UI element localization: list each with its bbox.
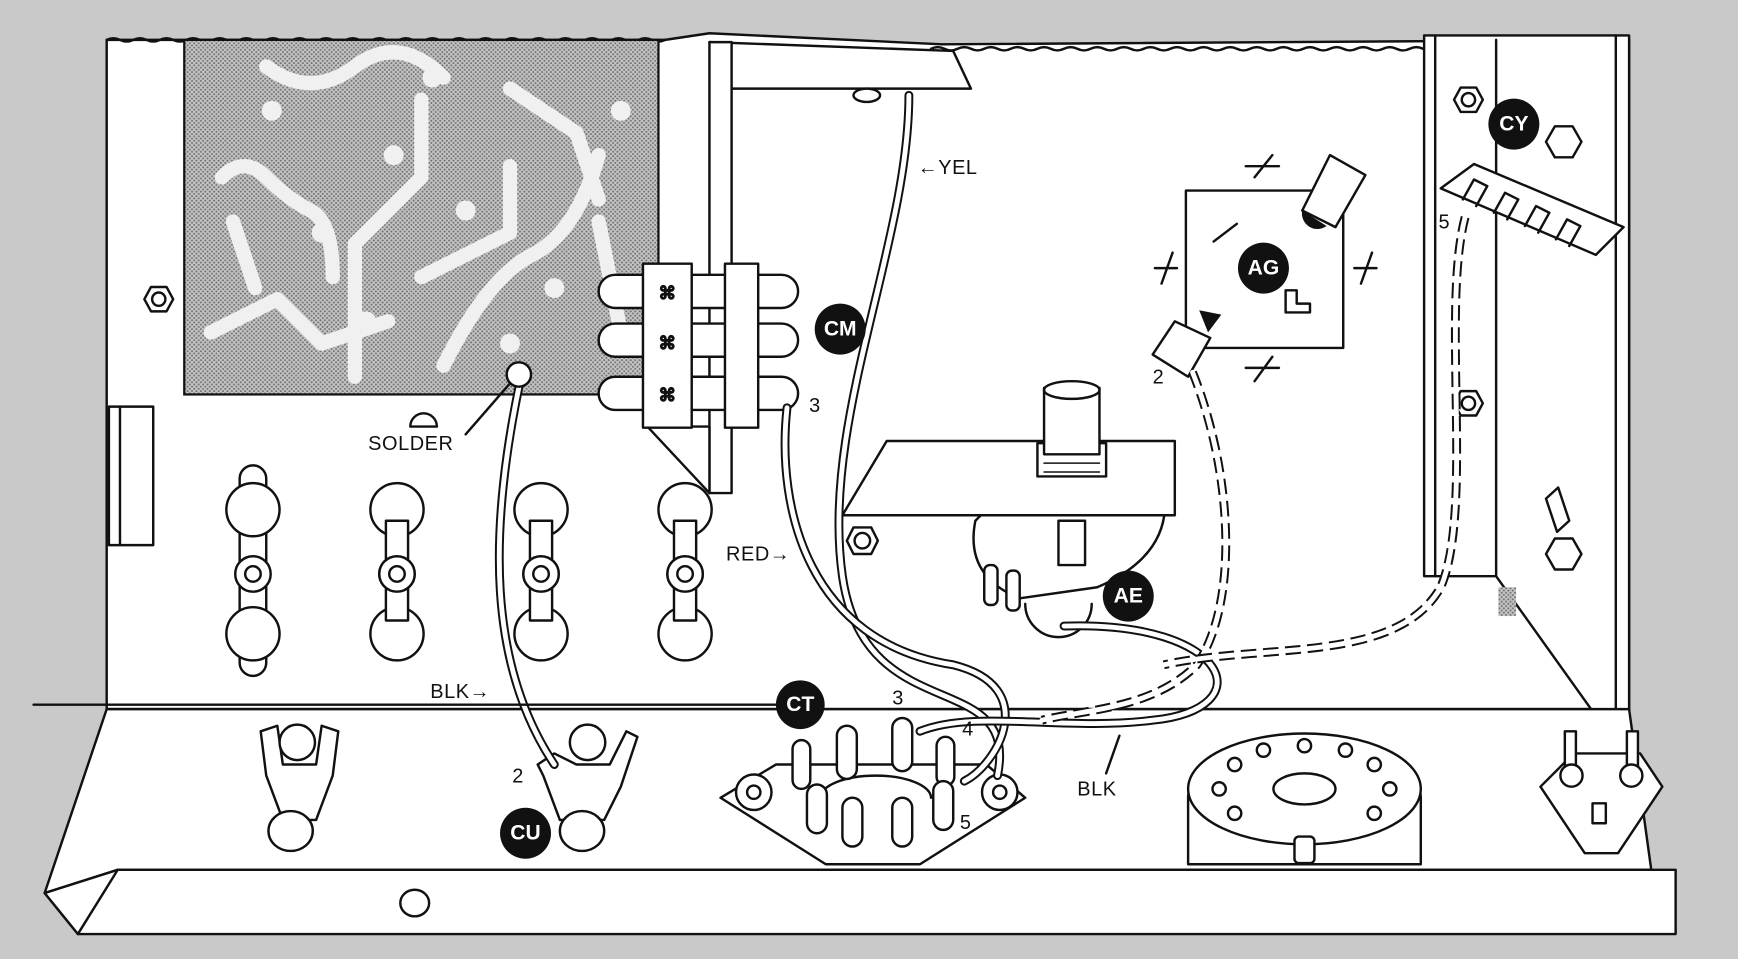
wire-shielded-cy xyxy=(1161,214,1470,670)
svg-text:CM: CM xyxy=(824,318,857,341)
label-yel: ←YEL xyxy=(918,157,978,179)
tie-strip-4 xyxy=(657,481,713,662)
wires xyxy=(464,90,1470,786)
pin-ct-3: 3 xyxy=(892,688,904,710)
octal-socket xyxy=(1186,732,1423,866)
svg-text:⌘: ⌘ xyxy=(658,283,676,303)
wire-blk-solder xyxy=(494,372,559,769)
label-red: RED→ xyxy=(726,544,790,566)
pin-cm-3: 3 xyxy=(809,395,821,417)
wire-shielded-ag xyxy=(1039,369,1231,725)
badge-cy: CY xyxy=(1488,98,1540,150)
badge-cm: CM xyxy=(814,303,866,355)
label-blk-left: BLK→ xyxy=(430,681,490,703)
svg-text:CY: CY xyxy=(1499,113,1528,136)
label-blk-bottom: BLK xyxy=(1077,779,1116,801)
svg-text:CT: CT xyxy=(786,693,814,716)
badge-cu: CU xyxy=(500,807,551,859)
hardware-nuts xyxy=(143,86,1583,571)
svg-text:AE: AE xyxy=(1114,585,1143,608)
phono-jack-cu xyxy=(536,723,639,853)
callout-badges: CM AG AE CT CU CY xyxy=(32,98,1540,859)
svg-text:AG: AG xyxy=(1248,257,1280,280)
wire-red xyxy=(780,403,1010,786)
lamp-socket-ag xyxy=(1151,153,1378,383)
pin-cy-5: 5 xyxy=(1439,211,1451,233)
pin-cu-2: 2 xyxy=(512,765,524,787)
badge-ag: AG xyxy=(1237,242,1289,294)
wire-labels: ←YEL RED→ BLK→ BLK SOLDER xyxy=(368,157,1121,801)
side-lug xyxy=(1544,486,1571,534)
label-solder: SOLDER xyxy=(368,433,453,455)
pin-ct-5: 5 xyxy=(960,812,972,834)
wire-yel xyxy=(834,90,1004,781)
terminal-strip-cy xyxy=(1439,162,1625,257)
svg-text:⌘: ⌘ xyxy=(658,333,676,353)
badge-ct: CT xyxy=(775,680,825,730)
tie-strip-2 xyxy=(369,481,425,662)
tie-point-strips xyxy=(225,464,713,678)
potentiometer-ae xyxy=(841,379,1177,639)
terminal-strip-cm: ⌘ ⌘ ⌘ xyxy=(597,262,800,429)
power-connector xyxy=(1539,730,1664,855)
tie-strip-3 xyxy=(513,481,569,662)
printed-circuit-board xyxy=(183,38,660,396)
tie-strip-1 xyxy=(225,464,281,678)
wire-blk-bottom xyxy=(915,621,1222,736)
phono-jack-left xyxy=(259,723,340,853)
tube-socket-ct xyxy=(719,716,1027,866)
svg-text:CU: CU xyxy=(510,822,540,845)
svg-text:⌘: ⌘ xyxy=(658,385,676,405)
badge-ae: AE xyxy=(1102,570,1154,622)
pin-ag-2: 2 xyxy=(1153,366,1165,388)
pin-numbers: 3 2 5 3 4 5 2 xyxy=(512,211,1451,834)
pin-ct-4: 4 xyxy=(962,719,974,741)
